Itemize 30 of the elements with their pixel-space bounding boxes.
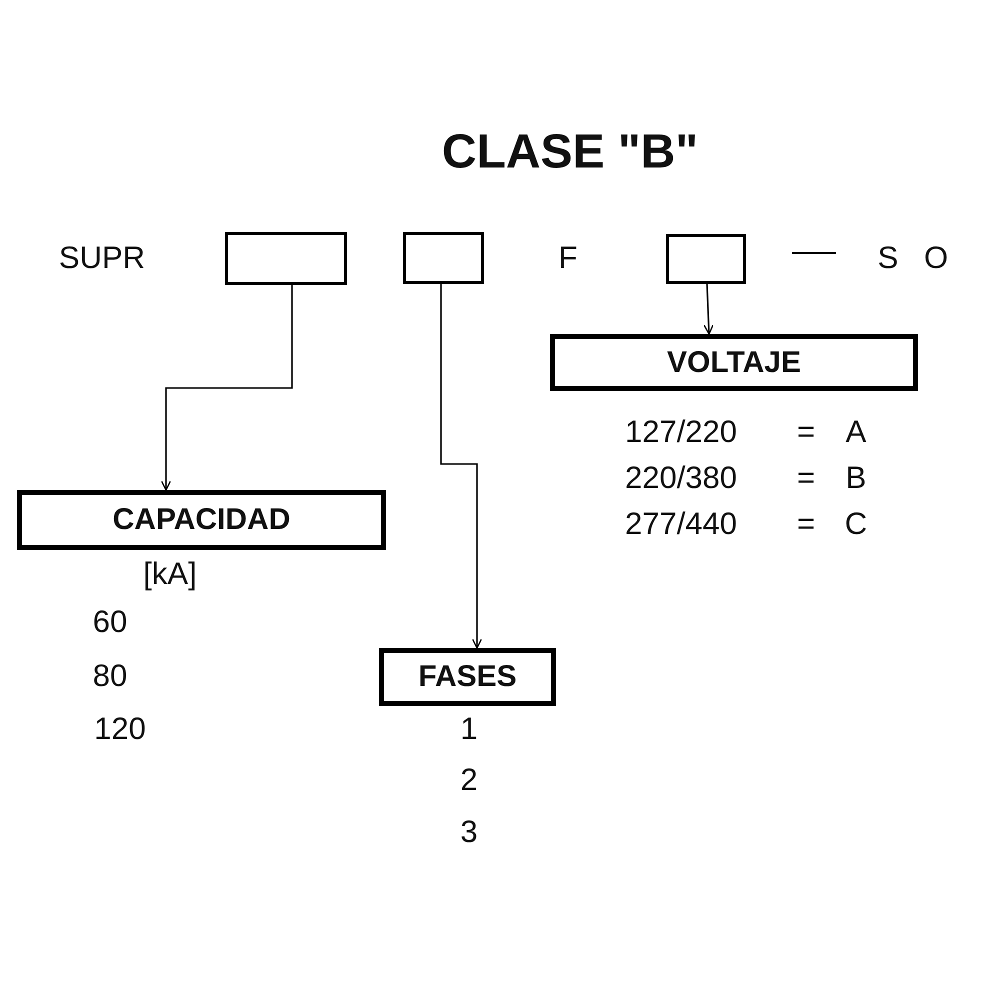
code-label: SUPR bbox=[58, 240, 146, 276]
code-label: 80 bbox=[92, 658, 128, 694]
code-label: 3 bbox=[460, 814, 478, 850]
code-label: B bbox=[846, 460, 866, 496]
code-label: [kA] bbox=[143, 556, 197, 592]
code-label: = bbox=[796, 506, 816, 542]
title: CLASE "B" bbox=[442, 124, 698, 180]
code-box bbox=[403, 232, 484, 284]
code-box bbox=[225, 232, 347, 285]
category-box: FASES bbox=[379, 648, 556, 706]
category-box: CAPACIDAD bbox=[17, 490, 386, 550]
code-label: 120 bbox=[94, 711, 146, 747]
code-label: = bbox=[796, 414, 816, 450]
code-label: = bbox=[796, 460, 816, 496]
code-label: O bbox=[924, 240, 948, 276]
code-box bbox=[666, 234, 746, 284]
arrow bbox=[160, 285, 293, 491]
code-label: F bbox=[558, 240, 578, 276]
code-label: 220/380 bbox=[624, 460, 738, 496]
code-label: 1 bbox=[460, 711, 478, 747]
arrow bbox=[703, 284, 714, 335]
code-label: C bbox=[844, 506, 868, 542]
code-label: 127/220 bbox=[624, 414, 738, 450]
arrow bbox=[440, 284, 482, 649]
code-label: 60 bbox=[92, 604, 128, 640]
code-label: S bbox=[878, 240, 898, 276]
code-label: 277/440 bbox=[624, 506, 738, 542]
code-label: 2 bbox=[460, 762, 478, 798]
code-label: A bbox=[846, 414, 866, 450]
category-box: VOLTAJE bbox=[550, 334, 918, 391]
